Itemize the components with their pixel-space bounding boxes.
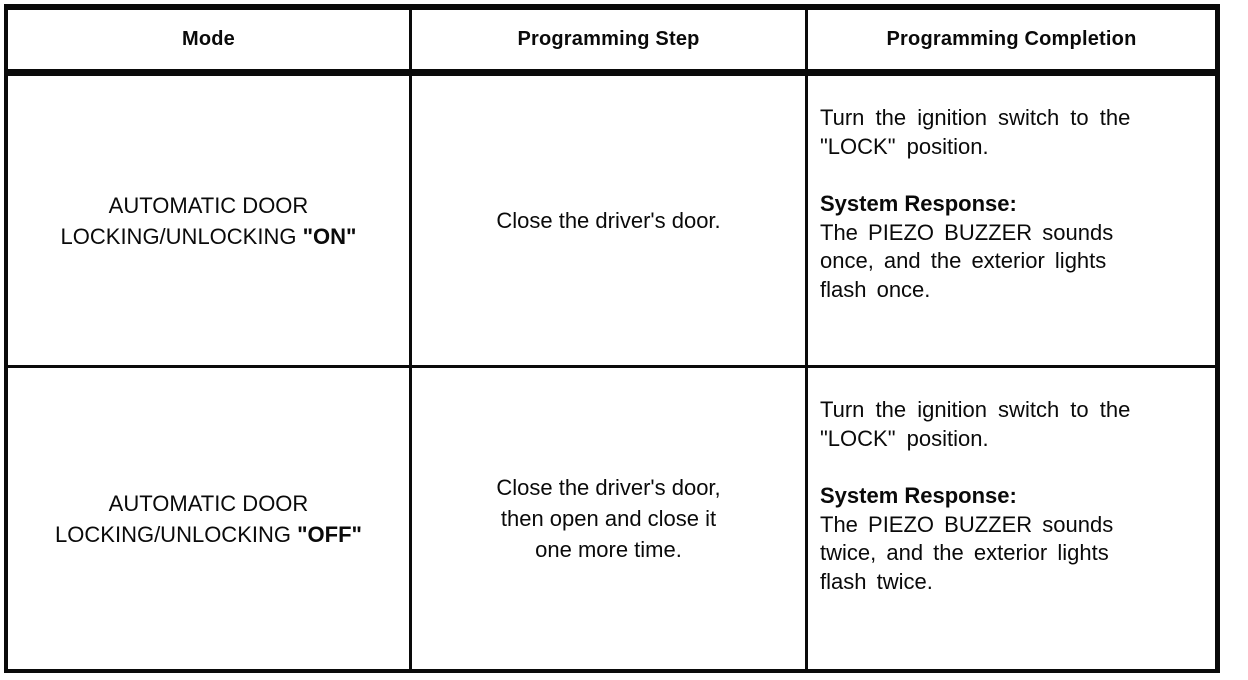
completion-cell-off: Turn the ignition switch to the "LOCK" p… xyxy=(808,368,1215,669)
system-response-label: System Response: xyxy=(820,191,1017,216)
mode-text: AUTOMATIC DOOR LOCKING/UNLOCKING "OFF" xyxy=(55,488,362,550)
mode-state-off: "OFF" xyxy=(297,521,362,547)
completion-cell-on: Turn the ignition switch to the "LOCK" p… xyxy=(808,76,1215,368)
system-response-label: System Response: xyxy=(820,483,1017,508)
mode-text: AUTOMATIC DOOR LOCKING/UNLOCKING "ON" xyxy=(61,190,357,252)
mode-cell-off: AUTOMATIC DOOR LOCKING/UNLOCKING "OFF" xyxy=(8,368,412,669)
step-cell-off: Close the driver's door, then open and c… xyxy=(412,368,808,669)
completion-instruction: Turn the ignition switch to the "LOCK" p… xyxy=(820,105,1131,159)
step-text: Close the driver's door. xyxy=(496,208,721,233)
step-cell-on: Close the driver's door. xyxy=(412,76,808,368)
programming-mode-table: Mode Programming Step Programming Comple… xyxy=(4,4,1220,673)
completion-instruction: Turn the ignition switch to the "LOCK" p… xyxy=(820,397,1131,451)
header-label-programming-completion: Programming Completion xyxy=(886,28,1137,50)
mode-name: AUTOMATIC DOOR LOCKING/UNLOCKING xyxy=(60,192,309,249)
header-cell-programming-completion: Programming Completion xyxy=(808,10,1215,76)
mode-state-on: "ON" xyxy=(302,223,357,249)
mode-name: AUTOMATIC DOOR LOCKING/UNLOCKING xyxy=(55,490,309,547)
system-response-text: The PIEZO BUZZER sounds twice, and the e… xyxy=(820,511,1114,594)
header-label-programming-step: Programming Step xyxy=(517,28,700,50)
mode-cell-on: AUTOMATIC DOOR LOCKING/UNLOCKING "ON" xyxy=(8,76,412,368)
header-cell-programming-step: Programming Step xyxy=(412,10,808,76)
header-cell-mode: Mode xyxy=(8,10,412,76)
system-response-text: The PIEZO BUZZER sounds once, and the ex… xyxy=(820,219,1114,302)
header-label-mode: Mode xyxy=(181,28,236,50)
step-text: Close the driver's door, then open and c… xyxy=(496,475,721,562)
